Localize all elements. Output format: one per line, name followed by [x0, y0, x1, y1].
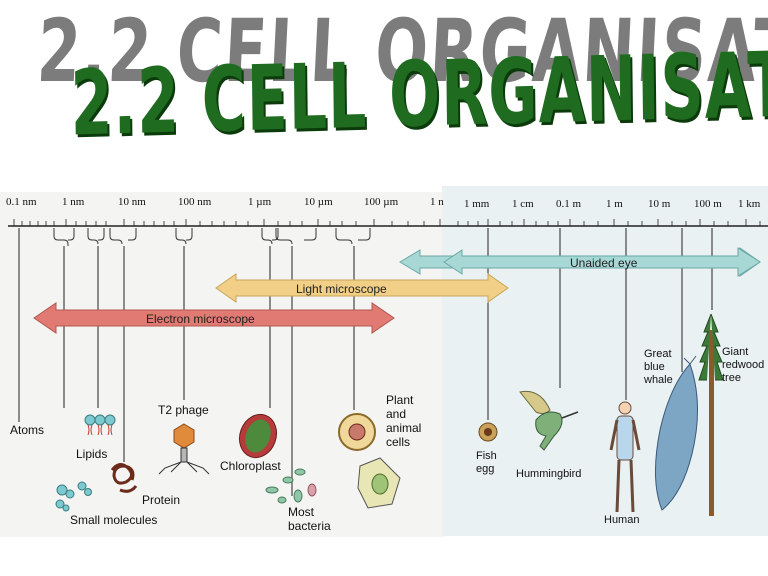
tick-1nm: 1 nm	[62, 196, 85, 208]
light-microscope-arrow	[215, 273, 509, 303]
bacteria-label-line2: bacteria	[288, 519, 331, 533]
fish-egg-label-line2: egg	[476, 463, 495, 475]
electron-microscope-arrow	[33, 302, 395, 334]
cell-icon	[338, 413, 401, 509]
unaided-eye-arrow-head-right	[443, 247, 761, 277]
small-molecules-label: Small molecules	[70, 513, 158, 527]
lipids-icon	[84, 414, 116, 436]
tick-1m: 1 m	[606, 198, 623, 210]
tick-1km: 1 km	[738, 198, 761, 210]
chloroplast-icon	[238, 413, 278, 459]
tick-1um: 1 µm	[248, 196, 272, 208]
lipids-label: Lipids	[76, 447, 108, 461]
bacteria-label-line1: Most	[288, 505, 315, 519]
fish-egg-label-line1: Fish	[476, 450, 497, 462]
tick-100nm: 100 nm	[178, 196, 212, 208]
tick-1mm: 1 mm	[464, 198, 490, 210]
bacteria-icon	[265, 468, 317, 504]
tree-label-line1: Giant	[722, 346, 749, 358]
redwood-tree-icon	[698, 313, 724, 516]
plant-animal-label-line4: cells	[386, 435, 411, 449]
t2-phage-icon	[158, 423, 210, 475]
whale-label-line2: blue	[644, 361, 665, 373]
light-microscope-label: Light microscope	[296, 282, 387, 296]
tree-label-line3: tree	[722, 372, 741, 384]
hummingbird-icon	[519, 390, 579, 451]
tick-0-1nm: 0.1 nm	[6, 196, 37, 208]
whale-icon	[655, 355, 698, 511]
human-icon	[609, 401, 641, 513]
small-molecules-icon	[55, 481, 92, 512]
plant-animal-label-line2: and	[386, 407, 407, 421]
t2-phage-label: T2 phage	[158, 403, 209, 417]
minor-ticks	[13, 219, 761, 226]
electron-microscope-label: Electron microscope	[146, 312, 255, 326]
chloroplast-label: Chloroplast	[220, 459, 281, 473]
tick-100m: 100 m	[694, 198, 722, 210]
whale-label-line1: Great	[644, 348, 672, 360]
tick-10um: 10 µm	[304, 196, 333, 208]
tick-10nm: 10 nm	[118, 196, 146, 208]
tree-label-line2: redwood	[722, 359, 765, 371]
atoms-label: Atoms	[10, 423, 45, 437]
unaided-eye-label: Unaided eye	[570, 256, 638, 270]
hummingbird-label: Hummingbird	[516, 468, 582, 480]
tick-10m: 10 m	[648, 198, 671, 210]
plant-animal-label-line3: animal	[386, 421, 422, 435]
protein-icon	[110, 463, 138, 493]
plant-animal-label-line1: Plant	[386, 393, 414, 407]
tick-100um: 100 µm	[364, 196, 399, 208]
scale-drop-lines	[18, 228, 713, 496]
tick-1cm: 1 cm	[512, 198, 534, 210]
tick-0-1m: 0.1 m	[556, 198, 582, 210]
whale-label-line3: whale	[644, 374, 673, 386]
human-label: Human	[604, 514, 640, 526]
scale-brackets	[53, 228, 371, 246]
protein-label: Protein	[142, 493, 181, 507]
tick-1n: 1 n	[430, 196, 444, 208]
fish-egg-icon	[478, 422, 498, 442]
